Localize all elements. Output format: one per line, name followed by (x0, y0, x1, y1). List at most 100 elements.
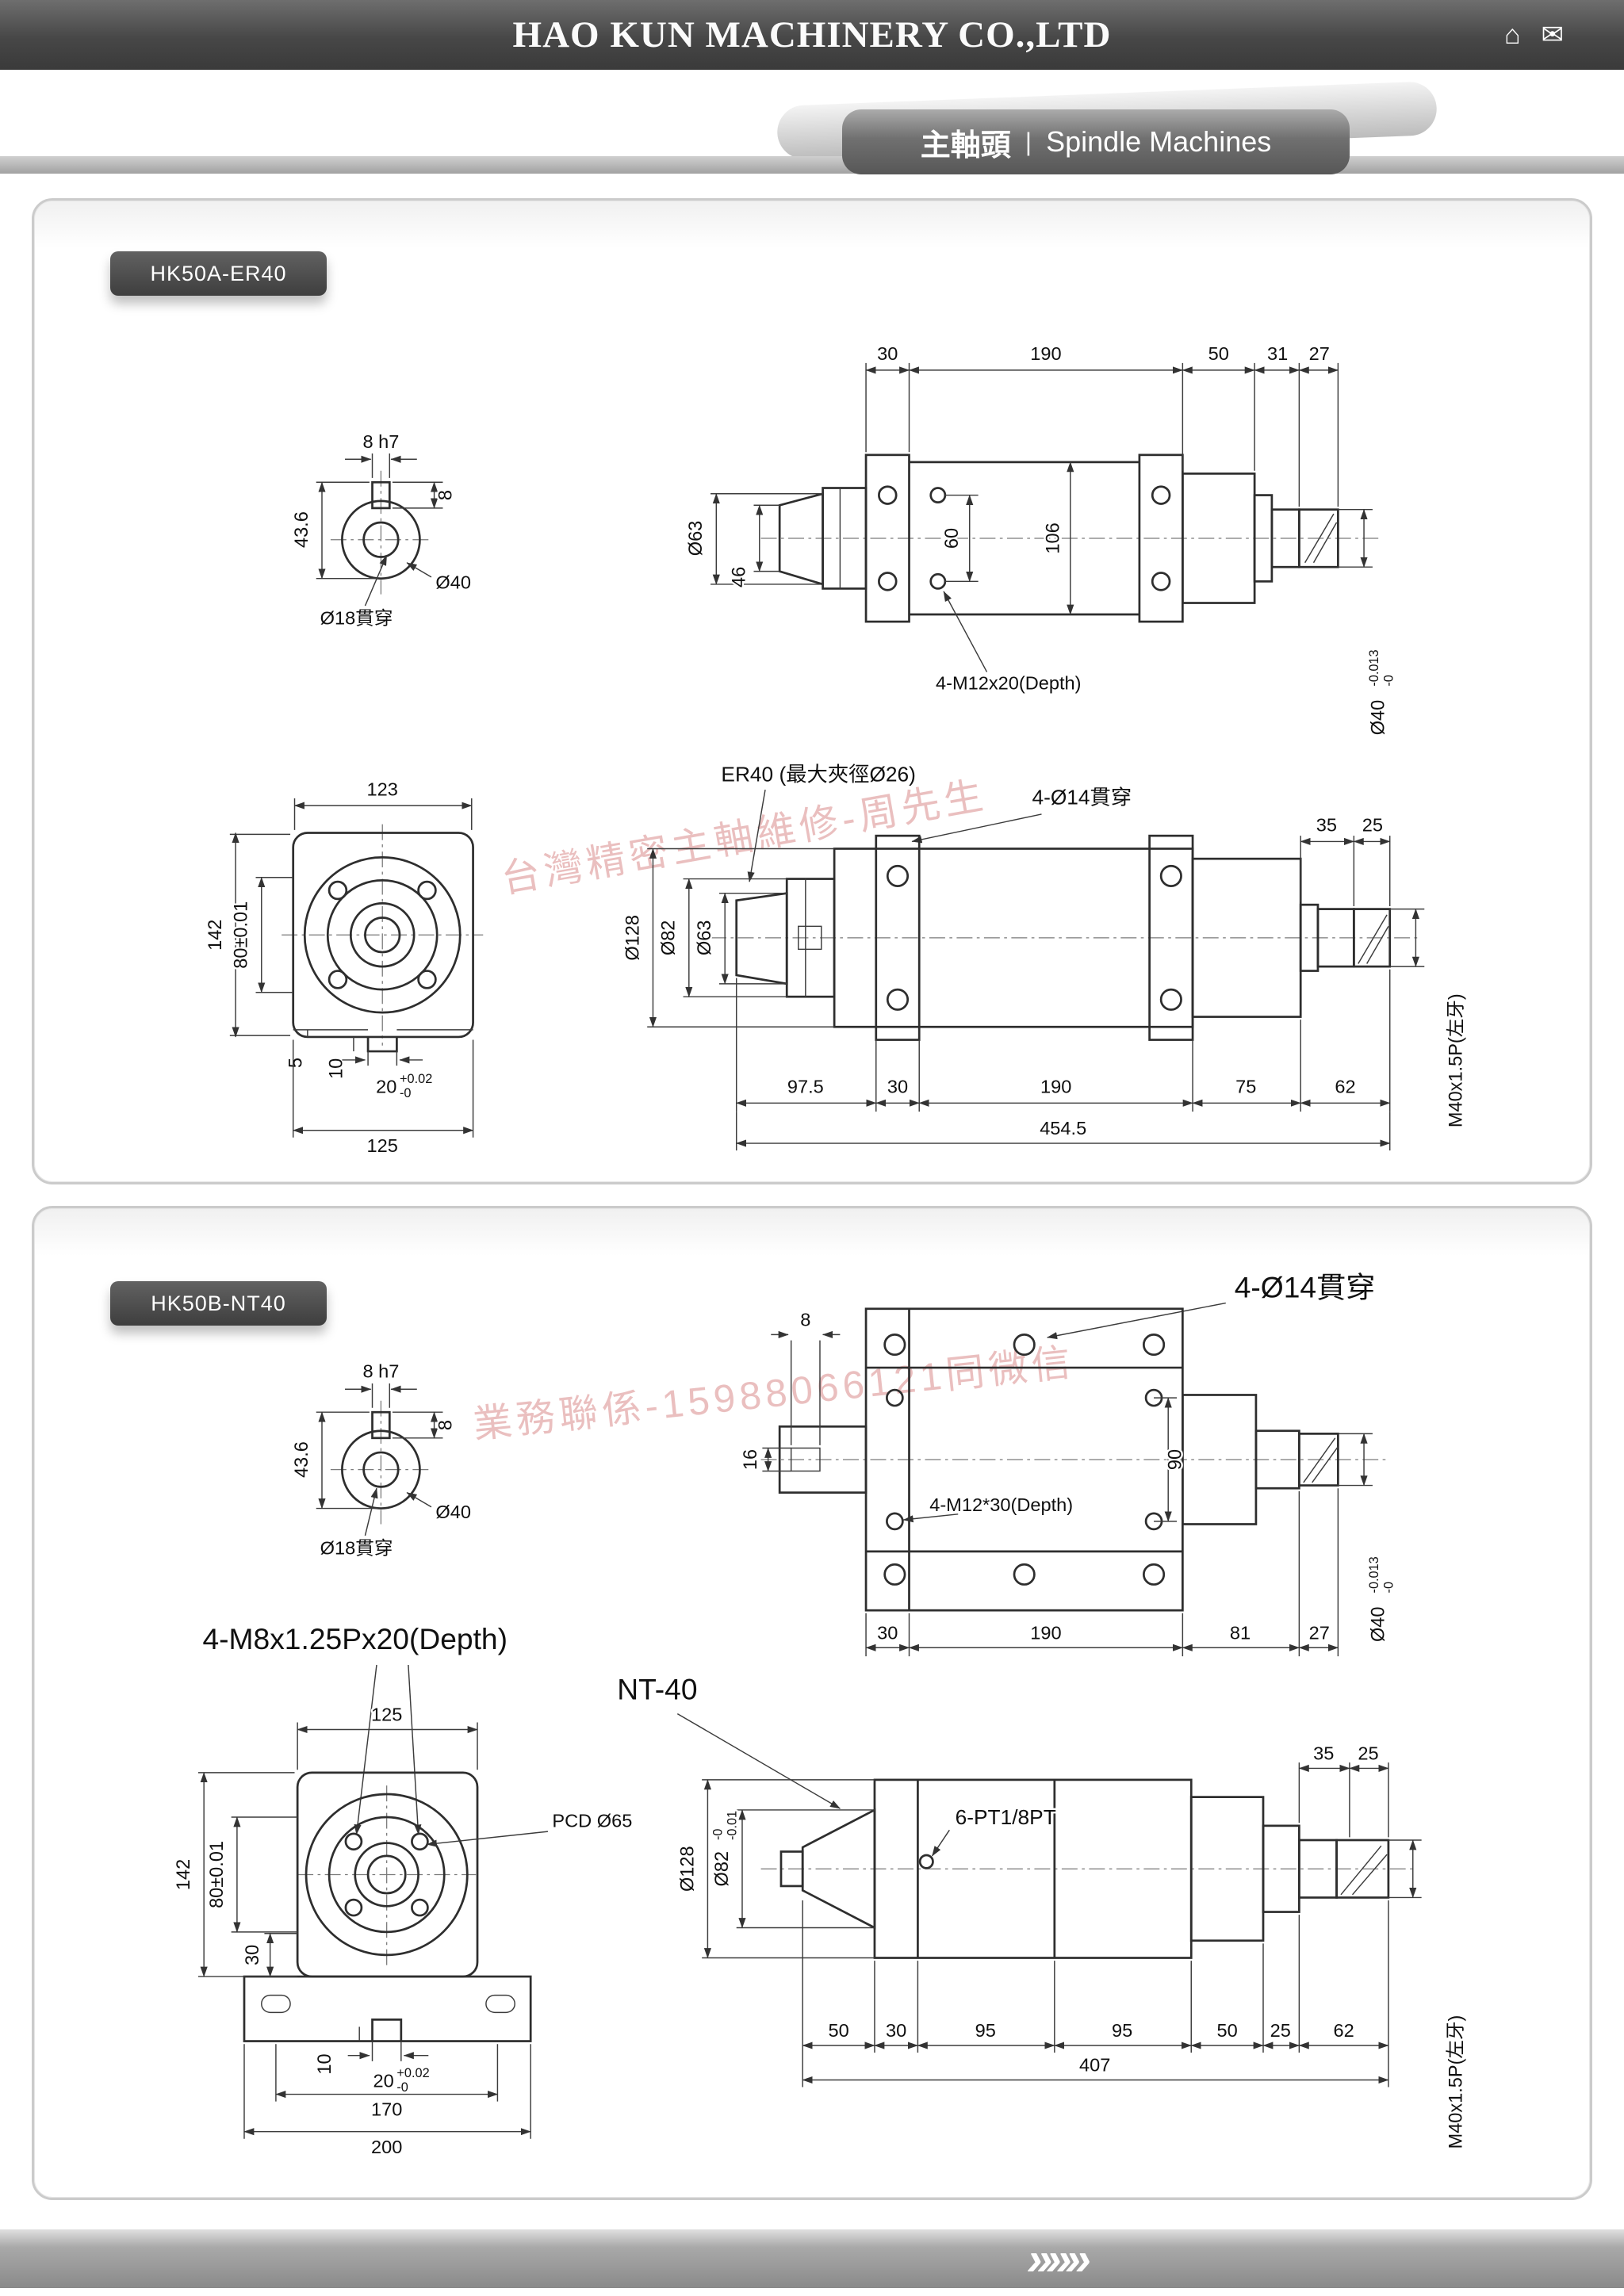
dim-dia82-tol-lower: -0.01 (726, 1811, 740, 1840)
dim-shaft-tol-upper: -0.013 (1367, 1556, 1381, 1593)
dim-20-tol-upper: +0.02 (400, 1072, 432, 1086)
plan-view: 8 16 90 4-M12*30(Depth) 30 190 81 27 (738, 1307, 1398, 1657)
dim-10: 10 (314, 2053, 335, 2074)
dim-20-tol-lower: -0 (400, 1086, 412, 1100)
dim-190: 190 (1030, 1622, 1061, 1643)
dim-thread-label: M40x1.5P(左牙) (1445, 2015, 1465, 2149)
key-section-view: 8 h7 8 43.6 Ø40 Ø18貫穿 (289, 429, 473, 630)
dim-27: 27 (1309, 1622, 1330, 1643)
dim-80: 80±0.01 (231, 901, 251, 969)
dim-dia82: Ø82 -0 -0.01 (709, 1809, 741, 1888)
dim-75: 75 (1235, 1077, 1256, 1097)
dim-20-tol-upper: +0.02 (396, 2066, 429, 2080)
label-4-dia14-holes: 4-Ø14貫穿 (1032, 785, 1132, 809)
side-elevation: 6-PT1/8PT 35 25 Ø128 Ø82 -0 -0.01 (675, 1741, 1468, 2151)
dim-50b: 50 (1217, 2020, 1238, 2041)
dim-key-width: 8 h7 (362, 1361, 399, 1382)
label-bolt-m12x20: 4-M12x20(Depth) (936, 672, 1081, 693)
hk50a-drawing: 台灣精密主軸維修-周先生 8 h7 8 43.6 Ø40 Ø18貫穿 (203, 342, 1468, 1158)
label-pcd65: PCD Ø65 (552, 1811, 632, 1831)
dim-30b: 30 (886, 2020, 906, 2041)
dim-190: 190 (1030, 343, 1061, 364)
side-elevation-bottom: ER40 (最大夾徑Ø26) 4-Ø14貫穿 (620, 760, 1468, 1151)
header-strip (0, 156, 1624, 174)
key-section-view: 8 h7 8 43.6 Ø40 Ø18貫穿 (289, 1359, 473, 1559)
dim-5: 5 (285, 1058, 306, 1068)
dim-30: 30 (242, 1945, 262, 1965)
dim-25b: 25 (1270, 2020, 1291, 2041)
label-nt40-taper: NT-40 (617, 1673, 697, 1706)
dim-key-height: 8 (435, 1420, 455, 1430)
label-4-dia14-holes: 4-Ø14貫穿 (1235, 1270, 1376, 1303)
tab-spindle-machines[interactable]: 主軸頭 | Spindle Machines (842, 109, 1350, 174)
label-4-m8-bolts: 4-M8x1.25Px20(Depth) (202, 1622, 508, 1655)
dim-bore18: Ø18貫穿 (320, 608, 393, 629)
dim-27: 27 (1309, 343, 1330, 364)
dim-dia82: Ø82 (658, 920, 679, 956)
front-view: 125 PCD Ø65 142 80±0.01 (171, 1702, 634, 2159)
dim-190b: 190 (1040, 1077, 1071, 1097)
front-view: 123 142 80±0.01 5 10 20 +0.02 -0 125 (203, 777, 484, 1158)
header-bar (0, 0, 1624, 70)
dim-43-6: 43.6 (291, 511, 312, 548)
dim-106: 106 (1042, 522, 1063, 553)
watermark: 業務聯係-15988066121同微信 (471, 1341, 1077, 1446)
dim-dia82-tol-upper: -0 (711, 1828, 726, 1839)
dim-43-6: 43.6 (291, 1441, 312, 1478)
dim-170: 170 (371, 2099, 402, 2120)
dim-30b: 30 (887, 1077, 908, 1097)
dim-20: 20 (373, 2071, 394, 2091)
dim-142: 142 (173, 1859, 193, 1890)
dim-90: 90 (1165, 1449, 1185, 1470)
tab-label-zh: 主軸頭 (920, 128, 1011, 163)
company-title: HAO KUN MACHINERY CO.,LTD (512, 14, 1112, 55)
tab-separator: | (1025, 127, 1032, 156)
hk50b-drawing: 業務聯係-15988066121同微信 8 h7 8 43.6 Ø40 Ø18貫… (171, 1269, 1468, 2159)
dim-142: 142 (205, 920, 225, 951)
dim-dia40: Ø40 (435, 572, 471, 592)
dim-16: 16 (740, 1449, 760, 1470)
dim-31: 31 (1267, 343, 1288, 364)
dim-shaft-tol-lower: -0 (1381, 675, 1396, 687)
header-icons: ⌂ ✉ (1504, 0, 1564, 70)
label-6-pt18-ports: 6-PT1/8PT (956, 1805, 1056, 1829)
dim-dia82-main: Ø82 (711, 1851, 732, 1887)
home-icon[interactable]: ⌂ (1503, 19, 1521, 50)
dim-thread-m40: M40x1.5P(左牙) (1443, 2013, 1468, 2150)
dim-30: 30 (877, 343, 898, 364)
dim-80: 80±0.01 (206, 1841, 227, 1908)
dim-thread-label: M40x1.5P(左牙) (1445, 993, 1465, 1127)
dim-95a: 95 (975, 2020, 996, 2041)
dim-20: 20 (376, 1077, 396, 1097)
dim-bore18: Ø18貫穿 (320, 1538, 393, 1559)
dim-shaft-tol-lower: -0 (1381, 1582, 1396, 1593)
dim-97-5: 97.5 (787, 1077, 824, 1097)
footer-bar (0, 2229, 1624, 2288)
dim-81: 81 (1230, 1622, 1251, 1643)
panel-hk50a-er40: HK50A-ER40 台灣精密主軸維修-周先生 (32, 198, 1592, 1184)
model-badge: HK50B-NT40 (110, 1281, 327, 1326)
dim-35: 35 (1313, 1743, 1334, 1764)
dim-60: 60 (941, 528, 962, 549)
next-page-arrows[interactable]: »»» (1027, 2233, 1091, 2285)
dim-62: 62 (1335, 1077, 1355, 1097)
dim-125: 125 (367, 1135, 398, 1156)
mail-icon[interactable]: ✉ (1541, 20, 1565, 50)
dim-key-width: 8 h7 (362, 431, 399, 452)
model-badge: HK50A-ER40 (110, 251, 327, 296)
dim-62: 62 (1334, 2020, 1354, 2041)
dim-46: 46 (729, 567, 749, 587)
dim-total-407: 407 (1079, 2055, 1110, 2076)
dim-thread-m40: M40x1.5P(左牙) (1443, 992, 1468, 1130)
dim-dia128: Ø128 (622, 915, 642, 961)
label-er40-collet: ER40 (最大夾徑Ø26) (721, 762, 916, 786)
dim-25: 25 (1362, 815, 1383, 836)
dim-200: 200 (371, 2137, 402, 2157)
dim-35: 35 (1316, 815, 1337, 836)
dim-8: 8 (800, 1310, 810, 1330)
dim-shaft-dia40: Ø40 -0.013 -0 (1365, 648, 1398, 737)
dim-30: 30 (877, 1622, 898, 1643)
watermark: 台灣精密主軸維修-周先生 (498, 774, 990, 901)
dim-50a: 50 (828, 2020, 848, 2041)
